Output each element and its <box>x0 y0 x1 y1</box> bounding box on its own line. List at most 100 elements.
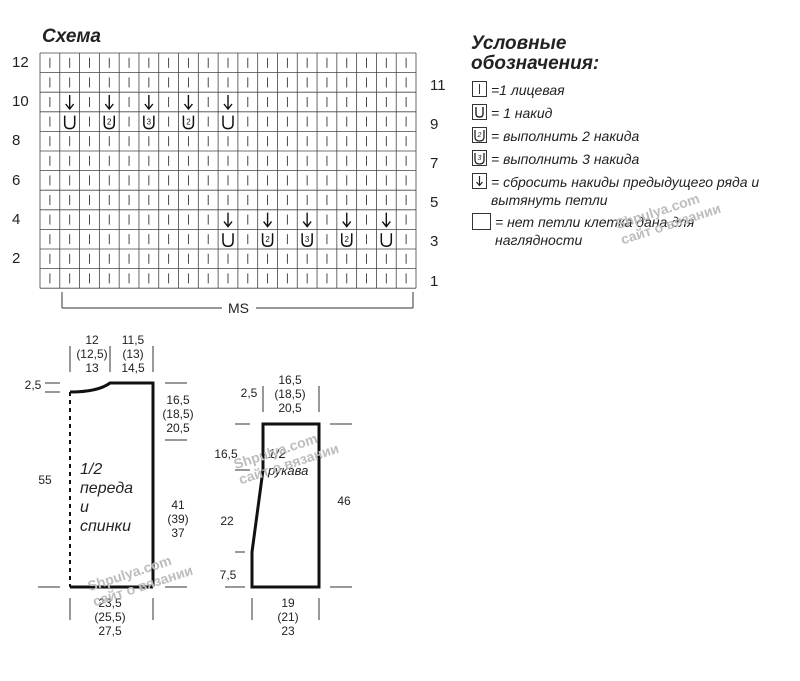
drop-arrow-head <box>263 221 273 228</box>
knit-stitch-icon <box>472 81 487 97</box>
chart-grid <box>39 52 417 289</box>
label-line: рукава <box>268 463 309 478</box>
ms-label: MS <box>226 300 251 316</box>
legend-text-knit: =1 лицевая <box>491 82 565 98</box>
drop-arrow-head <box>381 221 391 228</box>
row-number-left: 12 <box>12 54 29 71</box>
yarn-over-mark <box>222 115 234 130</box>
front-height-left: 55 <box>38 473 52 487</box>
drop-arrow-head <box>104 103 114 111</box>
legend-title: Условные обозначения: <box>471 34 599 74</box>
dim-line: 16,5 <box>278 373 302 387</box>
front-top-right-dim: 11,5 (13) 14,5 <box>113 333 153 375</box>
yarn-over-count: 2 <box>345 235 350 244</box>
row-number-right: 11 <box>430 76 446 94</box>
drop-arrow-icon <box>472 173 487 189</box>
legend-item-drop-arrow: = сбросить накиды предыдущего ряда и выт… <box>472 173 766 209</box>
sleeve-height-right: 46 <box>337 494 351 508</box>
front-bottom-dim: 23,5 (25,5) 27,5 <box>88 596 132 638</box>
dim-line: (18,5) <box>162 407 194 421</box>
drop-arrow-head <box>223 221 233 228</box>
sleeve-top-dim: 16,5 (18,5) 20,5 <box>268 373 312 415</box>
label-line: переда <box>80 480 134 497</box>
front-back-piece <box>38 346 187 620</box>
dim-line: 11,5 <box>121 333 145 347</box>
label-line: спинки <box>80 518 131 535</box>
front-back-label: 1/2 переда и спинки <box>80 460 133 536</box>
yarn-over-count: 2 <box>265 235 270 244</box>
legend-text-triple-yarn-over: = выполнить 3 накида <box>491 151 640 167</box>
dim-line: 12 <box>85 333 99 347</box>
dim-line: (25,5) <box>94 610 126 624</box>
drop-arrow-head <box>302 221 312 228</box>
legend-item-knit: =1 лицевая <box>472 81 781 99</box>
front-shoulder-right: 16,5 (18,5) 20,5 <box>156 393 200 435</box>
dim-line: 13 <box>85 361 99 375</box>
legend-text-drop-arrow: = сбросить накиды предыдущего ряда и выт… <box>491 174 760 208</box>
yarn-over-icon <box>472 104 487 120</box>
dim-line: (39) <box>167 512 189 526</box>
yarn-over-count: 2 <box>186 118 191 127</box>
front-side-right: 41 (39) 37 <box>162 498 194 540</box>
yarn-over-count: 3 <box>147 118 152 127</box>
sleeve-bottom-dim: 19 (21) 23 <box>268 596 308 638</box>
front-neck-depth: 2,5 <box>24 378 42 392</box>
yarn-over-mark <box>261 233 274 247</box>
legend-item-double-yarn-over: 2 = выполнить 2 накида <box>472 127 781 145</box>
sleeve-bottom-left: 7,5 <box>219 568 237 582</box>
legend-title-line2: обозначения: <box>471 53 600 74</box>
label-line: 1/2 <box>80 461 103 478</box>
dim-line: (21) <box>277 610 299 624</box>
dim-line: 20,5 <box>166 421 190 435</box>
svg-text:3: 3 <box>478 155 482 162</box>
legend-text-yarn-over: = 1 накид <box>491 105 553 121</box>
dim-line: 20,5 <box>278 401 302 415</box>
yarn-over-mark <box>301 233 313 247</box>
yarn-over-mark <box>63 115 76 130</box>
legend-item-triple-yarn-over: 3 = выполнить 3 накида <box>472 150 781 168</box>
row-number-right: 5 <box>430 194 439 212</box>
dim-line: 23 <box>281 624 295 638</box>
dim-line: 19 <box>281 596 295 610</box>
dim-line: 14,5 <box>121 361 145 375</box>
label-line: 1/2 <box>268 446 287 461</box>
drop-arrow-head <box>342 221 352 228</box>
yarn-over-count: 3 <box>305 235 310 244</box>
label-line: и <box>80 499 89 516</box>
row-number-left: 2 <box>12 250 21 267</box>
row-number-left: 4 <box>12 210 21 228</box>
ms-bracket <box>61 292 414 309</box>
dim-line: 41 <box>171 498 185 512</box>
sleeve-label: 1/2 рукава <box>268 445 308 479</box>
yarn-over-count: 2 <box>107 118 112 127</box>
svg-text:2: 2 <box>477 132 482 139</box>
legend-text-double-yarn-over: = выполнить 2 накида <box>491 128 640 144</box>
yarn-over-mark <box>182 115 195 130</box>
sleeve-piece <box>225 386 352 620</box>
row-number-right: 1 <box>430 272 439 290</box>
dim-line: 16,5 <box>166 393 190 407</box>
dim-line: 27,5 <box>98 624 122 638</box>
row-number-right: 7 <box>430 155 439 172</box>
drop-arrow-head <box>223 103 233 111</box>
row-number-left: 6 <box>12 171 21 189</box>
legend-text-empty-cell: = нет петли клетка дана для наглядности <box>495 214 695 248</box>
dim-line: (13) <box>122 347 144 361</box>
yarn-over-mark <box>222 233 234 247</box>
yarn-over-mark <box>143 115 155 130</box>
yarn-over-mark <box>380 233 393 247</box>
schema-title: Схема <box>42 26 102 47</box>
double-yarn-over-icon: 2 <box>472 127 487 143</box>
drop-arrow-head <box>65 103 75 111</box>
empty-cell-icon <box>472 213 491 230</box>
dim-line: 37 <box>171 526 185 540</box>
yarn-over-mark <box>103 115 116 130</box>
legend-item-empty-cell: = нет петли клетка дана для наглядности <box>472 213 755 249</box>
chart-symbols: 2 3 2 2 3 2 <box>49 57 407 284</box>
drop-arrow-head <box>183 103 193 111</box>
legend-title-line1: Условные <box>471 33 567 54</box>
front-top-left-dim: 12 (12,5) 13 <box>72 333 112 375</box>
row-number-left: 8 <box>12 132 21 150</box>
dim-line: (18,5) <box>274 387 306 401</box>
